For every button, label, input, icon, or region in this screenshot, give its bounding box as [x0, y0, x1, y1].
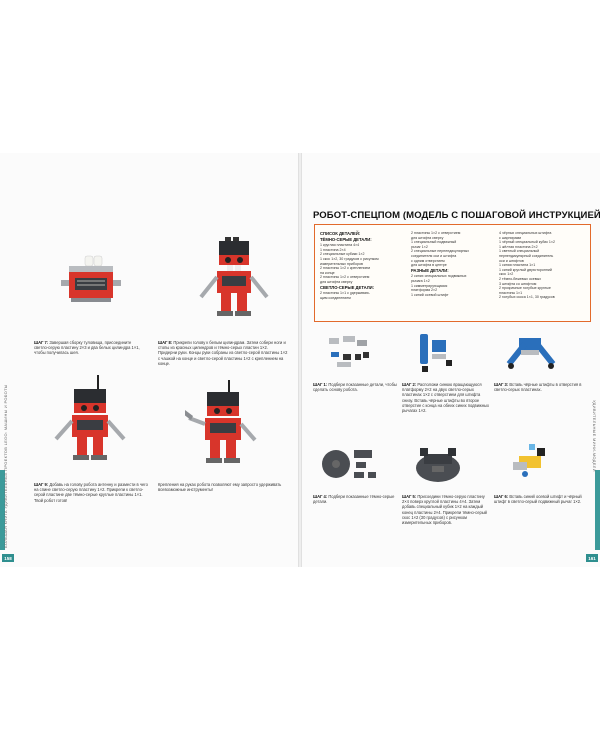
- parts-list-item: платформа 2×2: [411, 288, 438, 293]
- parts-list-item: 2 специальные кубики 1×2: [320, 252, 365, 257]
- left-page: [0, 153, 298, 567]
- parts-group-heading: ТЁМНО-СЕРЫЕ ДЕТАЛИ:: [320, 236, 372, 242]
- parts-list-item: 1 круглая пластина 4×4: [320, 243, 360, 248]
- left-side-strip: [0, 470, 5, 550]
- step2-image: [420, 334, 452, 372]
- step-9-text: ШАГ 9: Добавь на голову робота антенну и…: [34, 482, 152, 503]
- right-side-text: УДИВИТЕЛЬНЫЕ МИНИ-МОДЕЛИ: [592, 400, 597, 472]
- tools-caption: Крепления на руках робота позволяют ему …: [158, 482, 288, 492]
- right-step-5-text: ШАГ 5: Присоедини тёмно-серую пластину 2…: [402, 494, 490, 525]
- step-8-label: ШАГ 8:: [158, 340, 173, 345]
- step3-image: [506, 338, 556, 369]
- right-step-6-label: ШАГ 6:: [494, 494, 509, 499]
- parts-list-item: перпендикулярный соединитель: [499, 253, 554, 258]
- right-step-1-text: ШАГ 1: Подбери показанные детали, чтобы …: [313, 382, 399, 392]
- step1-parts-image: [329, 336, 369, 367]
- parts-list-item: на конце: [320, 270, 335, 275]
- right-page-number: 161: [586, 554, 598, 562]
- left-page-number: 158: [2, 554, 14, 562]
- right-step-5-label: ШАГ 5:: [402, 494, 417, 499]
- step5-image: [416, 448, 460, 482]
- parts-list-item: для штифта сверху: [411, 235, 444, 240]
- parts-list-item: 2 пластины 1×2 с отверстием: [320, 275, 370, 280]
- right-step-1-body: Подбери показанные детали, чтобы сделать…: [313, 382, 397, 393]
- parts-list-item: оси и штифтов: [499, 258, 524, 263]
- parts-list-item: 2 пластины 1×2 с креплением: [320, 266, 371, 271]
- right-step-4-label: ШАГ 4:: [313, 494, 328, 499]
- right-step-1-label: ШАГ 1:: [313, 382, 328, 387]
- parts-list-item: 1 синий осевой штифт: [411, 292, 449, 297]
- parts-list-item: 2 синих специальных подвижных: [411, 274, 467, 279]
- robot-step7-image: [61, 255, 121, 302]
- parts-list-item: 1 скос 1×2, 30 градусов с рисунком: [320, 256, 379, 261]
- right-step-2-text: ШАГ 2: Расположи синюю вращающуюся платф…: [402, 382, 490, 413]
- right-step-4-text: ШАГ 4: Подбери показанные тёмно-серые де…: [313, 494, 399, 504]
- right-step-2-body: Расположи синюю вращающуюся платформу 2×…: [402, 382, 489, 414]
- right-step-6-text: ШАГ 6: Вставь синий осевой штифт и чёрны…: [494, 494, 582, 504]
- parts-list-item: скос 1×2: [499, 272, 514, 277]
- parts-list-item: 2 специальные перпендикулярных: [411, 249, 470, 254]
- parts-list-item: 2 прозрачные голубые круглые: [499, 286, 551, 291]
- step-7-body: Завершая сборку туловища, присоедините с…: [34, 340, 140, 356]
- right-side-strip: [595, 470, 600, 550]
- parts-list-item: 2 тёмно-бежевых осевых: [499, 276, 542, 281]
- parts-list-item: для штифта в центре: [411, 263, 447, 268]
- right-step-2-label: ШАГ 2:: [402, 382, 417, 387]
- parts-list-item: 1 синяя пластина 1×1: [499, 263, 536, 268]
- parts-list-item: рычаг 1×2: [411, 244, 428, 249]
- parts-list-item: 1 чёрный специальный кубик 1×2: [499, 240, 555, 245]
- parts-list-item: щим соединением: [320, 295, 351, 300]
- robot-step9-image: [54, 375, 126, 460]
- parts-list-item: 1 жёлтая пластина 2×2: [499, 244, 538, 249]
- step-8-text: ШАГ 8: Прикрепи голову к белым цилиндрам…: [158, 340, 288, 366]
- parts-list-box: СПИСОК ДЕТАЛЕЙ: ТЁМНО-СЕРЫЕ ДЕТАЛИ:1 кру…: [314, 224, 591, 322]
- step-9-label: ШАГ 9:: [34, 482, 49, 487]
- parts-list-item: рычага 1×2: [411, 278, 430, 283]
- page-title: РОБОТ-СПЕЦПОМ (МОДЕЛЬ С ПОШАГОВОЙ ИНСТРУ…: [313, 210, 600, 221]
- step6-image: [513, 444, 545, 477]
- parts-list-item: с шарнирами: [499, 235, 522, 240]
- parts-list-item: 1 симметрирующаяся: [411, 283, 448, 288]
- parts-list-item: 1 специальный подвижный: [411, 240, 457, 245]
- parts-list-item: 1 пластина 2×4: [320, 247, 346, 252]
- parts-column-1: СПИСОК ДЕТАЛЕЙ: ТЁМНО-СЕРЫЕ ДЕТАЛИ:1 кру…: [320, 231, 379, 300]
- parts-list-item: 2 пластины 1×2 с отверстием: [411, 231, 461, 235]
- robot-with-tools-image: [185, 380, 257, 463]
- parts-group-heading: РАЗНЫЕ ДЕТАЛИ:: [411, 267, 449, 273]
- parts-list-item: 2 пластины 1×1 с удерживаю-: [320, 291, 370, 296]
- parts-list-item: измерительных приборов: [320, 261, 363, 266]
- parts-heading: СПИСОК ДЕТАЛЕЙ:: [320, 231, 361, 236]
- parts-list-item: соединителя оси и штифта: [411, 253, 457, 258]
- step4-parts-image: [322, 450, 376, 478]
- parts-list-item: для штифта сверху: [320, 279, 353, 284]
- parts-list-item: с одним отверстием: [411, 258, 445, 263]
- right-step-6-body: Вставь синий осевой штифт и чёрный штифт…: [494, 494, 582, 505]
- parts-list-item: пластины 1×1: [499, 290, 523, 295]
- right-step-3-text: ШАГ 3: Вставь чёрные штифты в отверстия …: [494, 382, 582, 392]
- right-step-5-body: Присоедини тёмно-серую пластину 2×4 пове…: [402, 494, 487, 526]
- parts-group-heading: СВЕТЛО-СЕРЫЕ ДЕТАЛИ:: [320, 284, 375, 290]
- book-gutter: [298, 153, 302, 567]
- parts-list-item: 4 чёрных специальных штифта: [499, 231, 552, 235]
- step-7-label: ШАГ 7:: [34, 340, 49, 345]
- step-9-body: Добавь на голову робота антенну и размес…: [34, 482, 148, 503]
- parts-list-item: 3 штифта со штифтом: [499, 281, 537, 286]
- left-side-text: БОЛЬШАЯ КНИГА УДИВИТЕЛЬНЫХ ПРОЕКТОВ LEGO…: [3, 384, 8, 548]
- tools-caption-body: Крепления на руках робота позволяют ему …: [158, 482, 282, 493]
- parts-list-item: 1 светлый специальный: [499, 249, 540, 254]
- right-step-3-label: ШАГ 3:: [494, 382, 509, 387]
- parts-list-item: 1 синий круглый двухсторонний: [499, 267, 552, 272]
- step-8-body: Прикрепи голову к белым цилиндрам. Затем…: [158, 340, 288, 366]
- parts-list-item: 2 голубых скоса 1×1, 30 градусов: [499, 295, 555, 300]
- right-step-4-body: Подбери показанные тёмно-серые детали.: [313, 494, 395, 505]
- robot-step8-image: [199, 237, 269, 316]
- right-step-3-body: Вставь чёрные штифты в отверстия в светл…: [494, 382, 582, 393]
- step-7-text: ШАГ 7: Завершая сборку туловища, присоед…: [34, 340, 146, 356]
